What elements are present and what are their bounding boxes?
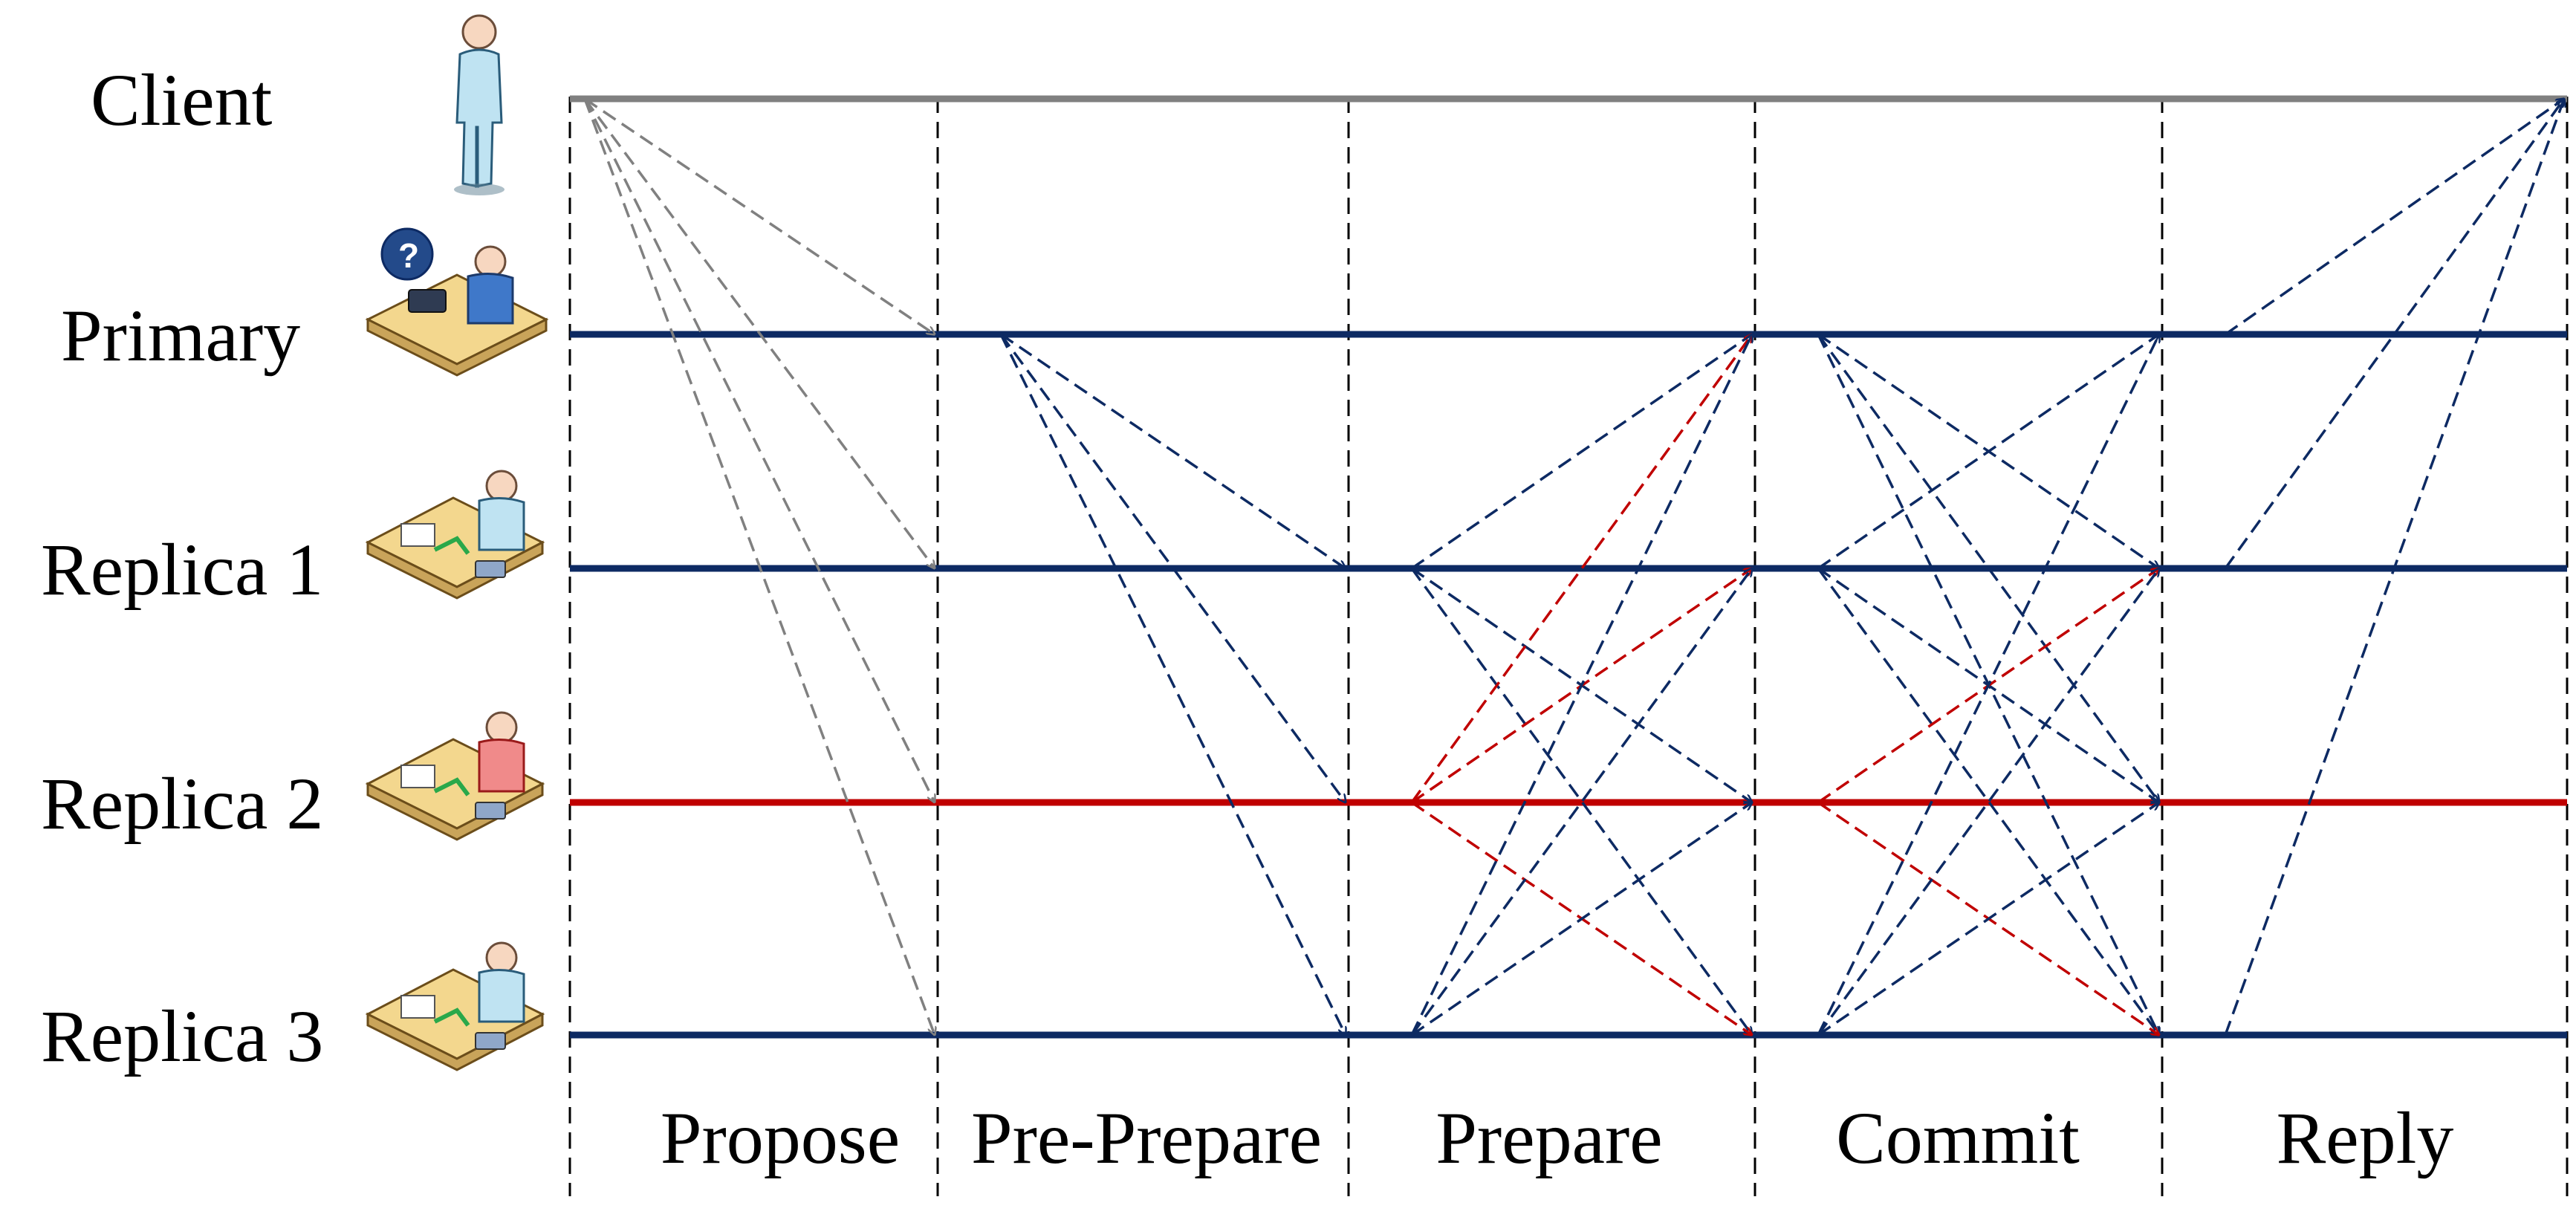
actor-timelines — [570, 95, 2567, 1039]
message-arrow-prepare-replica1-to-replica3 — [1410, 567, 1752, 1035]
message-arrow-commit-replica3-to-primary — [1817, 334, 2159, 1036]
message-arrow-commit-replica1-to-primary — [1817, 334, 2159, 570]
phase-labels: Propose Pre-Prepare Prepare Commit Reply — [661, 1097, 2454, 1179]
message-arrows — [583, 97, 2564, 1036]
message-arrow-pre-prepare-primary-to-replica1 — [1000, 333, 1346, 568]
phase-label-propose: Propose — [661, 1097, 900, 1179]
actor-icons: ? — [365, 14, 549, 1071]
actor-labels: Client Primary Replica 1 Replica 2 Repli… — [41, 59, 323, 1077]
message-arrow-propose-client-to-replica1 — [583, 97, 935, 568]
message-arrow-reply-primary-to-client — [2225, 99, 2564, 336]
desk-worker-icon — [365, 470, 545, 600]
desk-worker-icon — [365, 941, 545, 1071]
svg-text:?: ? — [398, 236, 419, 275]
actor-label-primary: Primary — [61, 294, 300, 377]
actor-label-replica1: Replica 1 — [41, 528, 323, 611]
actor-label-client: Client — [91, 59, 273, 141]
message-arrow-prepare-replica2-to-primary — [1410, 334, 1752, 804]
message-arrow-propose-client-to-primary — [584, 97, 935, 334]
message-arrow-prepare-replica3-to-primary — [1410, 334, 1752, 1036]
phase-label-commit: Commit — [1836, 1097, 2080, 1179]
standing-person-icon — [454, 14, 505, 195]
message-arrow-propose-client-to-replica3 — [583, 98, 935, 1035]
message-arrow-pre-prepare-primary-to-replica3 — [999, 334, 1346, 1035]
desk-worker-faulty-icon — [365, 711, 545, 841]
phase-label-prepare: Prepare — [1435, 1097, 1662, 1179]
message-arrow-pre-prepare-primary-to-replica2 — [999, 333, 1346, 802]
message-arrow-commit-replica1-to-replica3 — [1817, 567, 2159, 1035]
message-arrow-prepare-replica3-to-replica1 — [1410, 568, 1752, 1036]
phase-label-reply: Reply — [2277, 1097, 2454, 1179]
actor-label-replica3: Replica 3 — [41, 995, 323, 1077]
message-arrow-reply-replica1-to-client — [2224, 99, 2564, 570]
help-desk-operator-icon: ? — [365, 227, 549, 377]
message-arrow-prepare-replica1-to-primary — [1411, 334, 1752, 570]
message-arrow-reply-replica3-to-client — [2224, 99, 2564, 1036]
phase-label-pre-prepare: Pre-Prepare — [971, 1097, 1322, 1179]
message-arrow-commit-replica3-to-replica1 — [1817, 568, 2159, 1036]
phase-dividers — [568, 97, 2569, 1196]
message-arrow-commit-replica3-to-replica2 — [1817, 802, 2159, 1036]
actor-label-replica2: Replica 2 — [41, 762, 323, 845]
message-arrow-commit-primary-to-replica2 — [1817, 333, 2159, 802]
message-arrow-propose-client-to-replica2 — [583, 98, 935, 802]
message-arrow-prepare-replica3-to-replica2 — [1411, 802, 1752, 1036]
